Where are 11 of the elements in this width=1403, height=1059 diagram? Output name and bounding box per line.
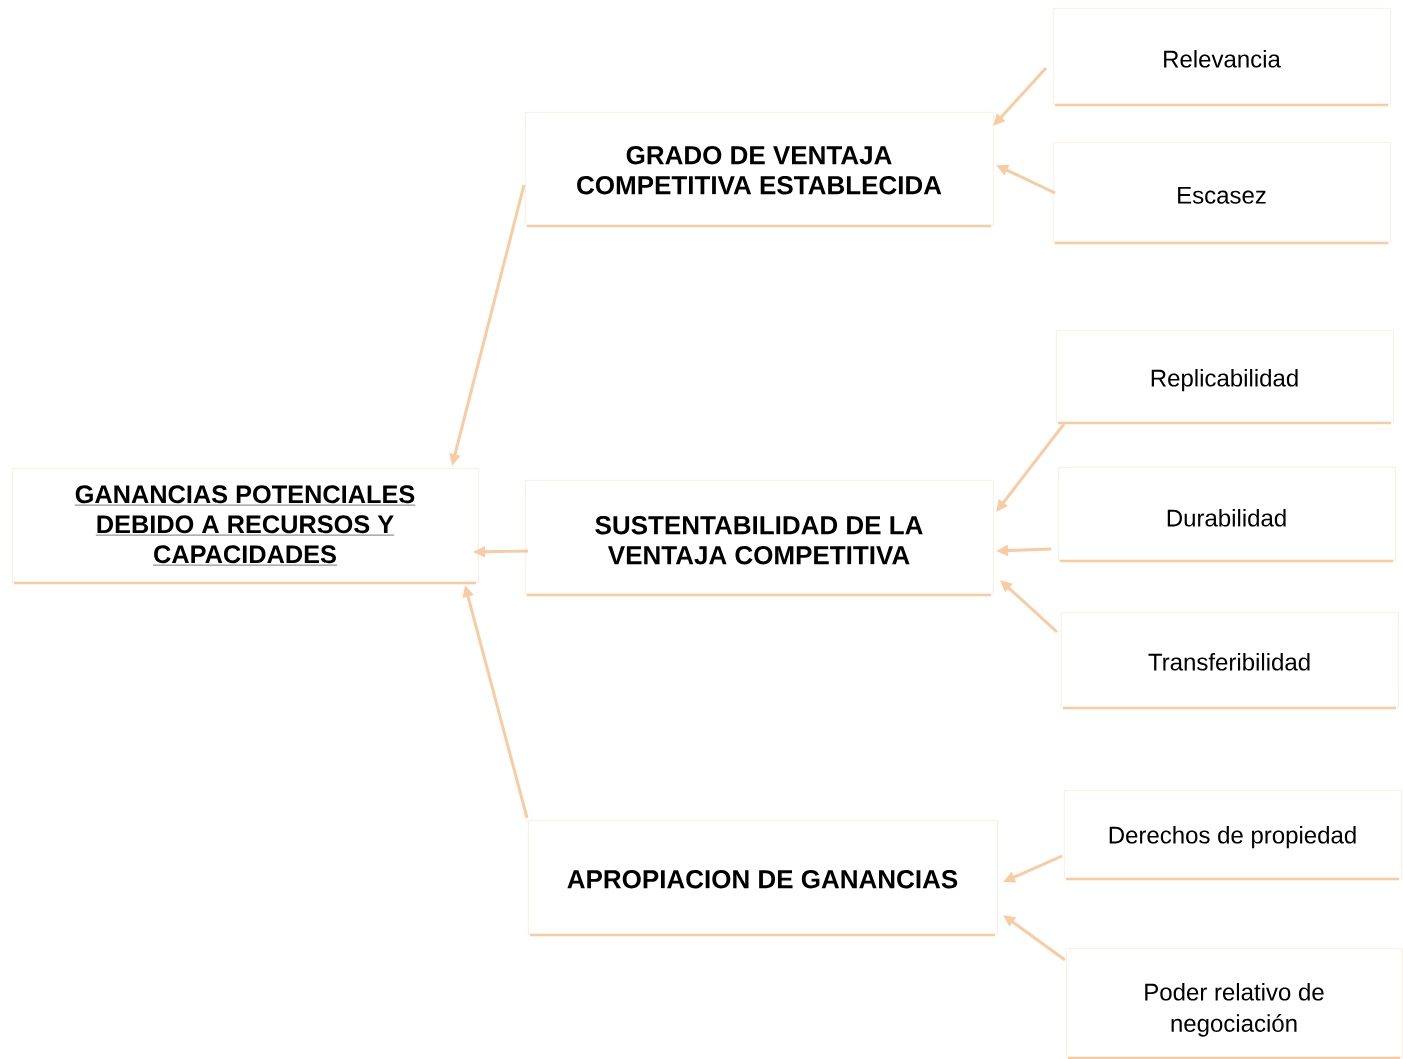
box: Derechos de propiedad xyxy=(1064,790,1402,881)
box: Relevancia xyxy=(1053,8,1391,107)
box: GRADO DE VENTAJA COMPETITIVA ESTABLECIDA xyxy=(525,112,994,228)
box: APROPIACION DE GANANCIAS xyxy=(528,820,998,937)
box: Durabilidad xyxy=(1058,467,1396,563)
box: SUSTENTABILIDAD DE LA VENTAJA COMPETITIVA xyxy=(525,480,994,597)
box: GANANCIAS POTENCIALES DEBIDO A RECURSOS Y CAPACIDADES xyxy=(12,468,479,585)
box: Escasez xyxy=(1053,142,1391,245)
box: Transferibilidad xyxy=(1061,612,1399,710)
box: Replicabilidad xyxy=(1056,330,1394,425)
box: Poder relativo de negociación xyxy=(1066,948,1403,1059)
